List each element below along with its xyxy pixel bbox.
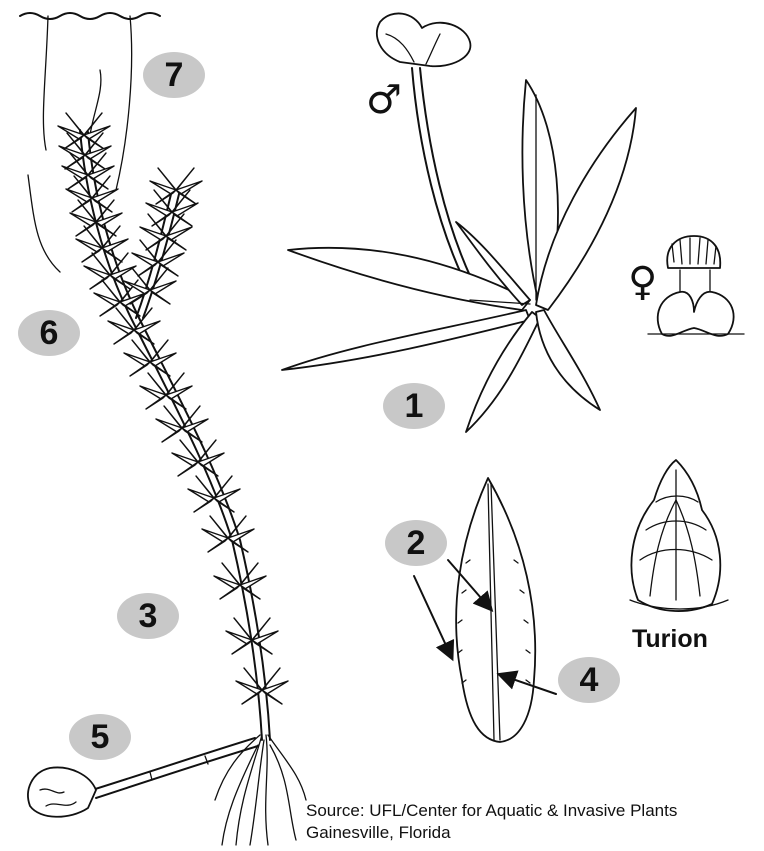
source-credit: Source: UFL/Center for Aquatic & Invasiv…	[306, 800, 677, 844]
label-4: 4	[558, 657, 620, 703]
source-line-2: Gainesville, Florida	[306, 822, 677, 844]
stolon-tuber	[28, 738, 258, 817]
label-7: 7	[143, 52, 205, 98]
label-6: 6	[18, 310, 80, 356]
source-line-1: Source: UFL/Center for Aquatic & Invasiv…	[306, 800, 677, 822]
turion-label: Turion	[632, 625, 708, 654]
label-1: 1	[383, 383, 445, 429]
female-symbol: ♀	[628, 262, 657, 302]
label-3: 3	[117, 593, 179, 639]
turion	[630, 460, 728, 611]
detail-leaf	[414, 478, 556, 742]
leaf-cluster	[282, 80, 636, 432]
female-flower	[648, 236, 744, 336]
male-symbol: ♂	[366, 80, 402, 120]
roots	[215, 735, 306, 845]
label-2: 2	[385, 520, 447, 566]
label-5: 5	[69, 714, 131, 760]
